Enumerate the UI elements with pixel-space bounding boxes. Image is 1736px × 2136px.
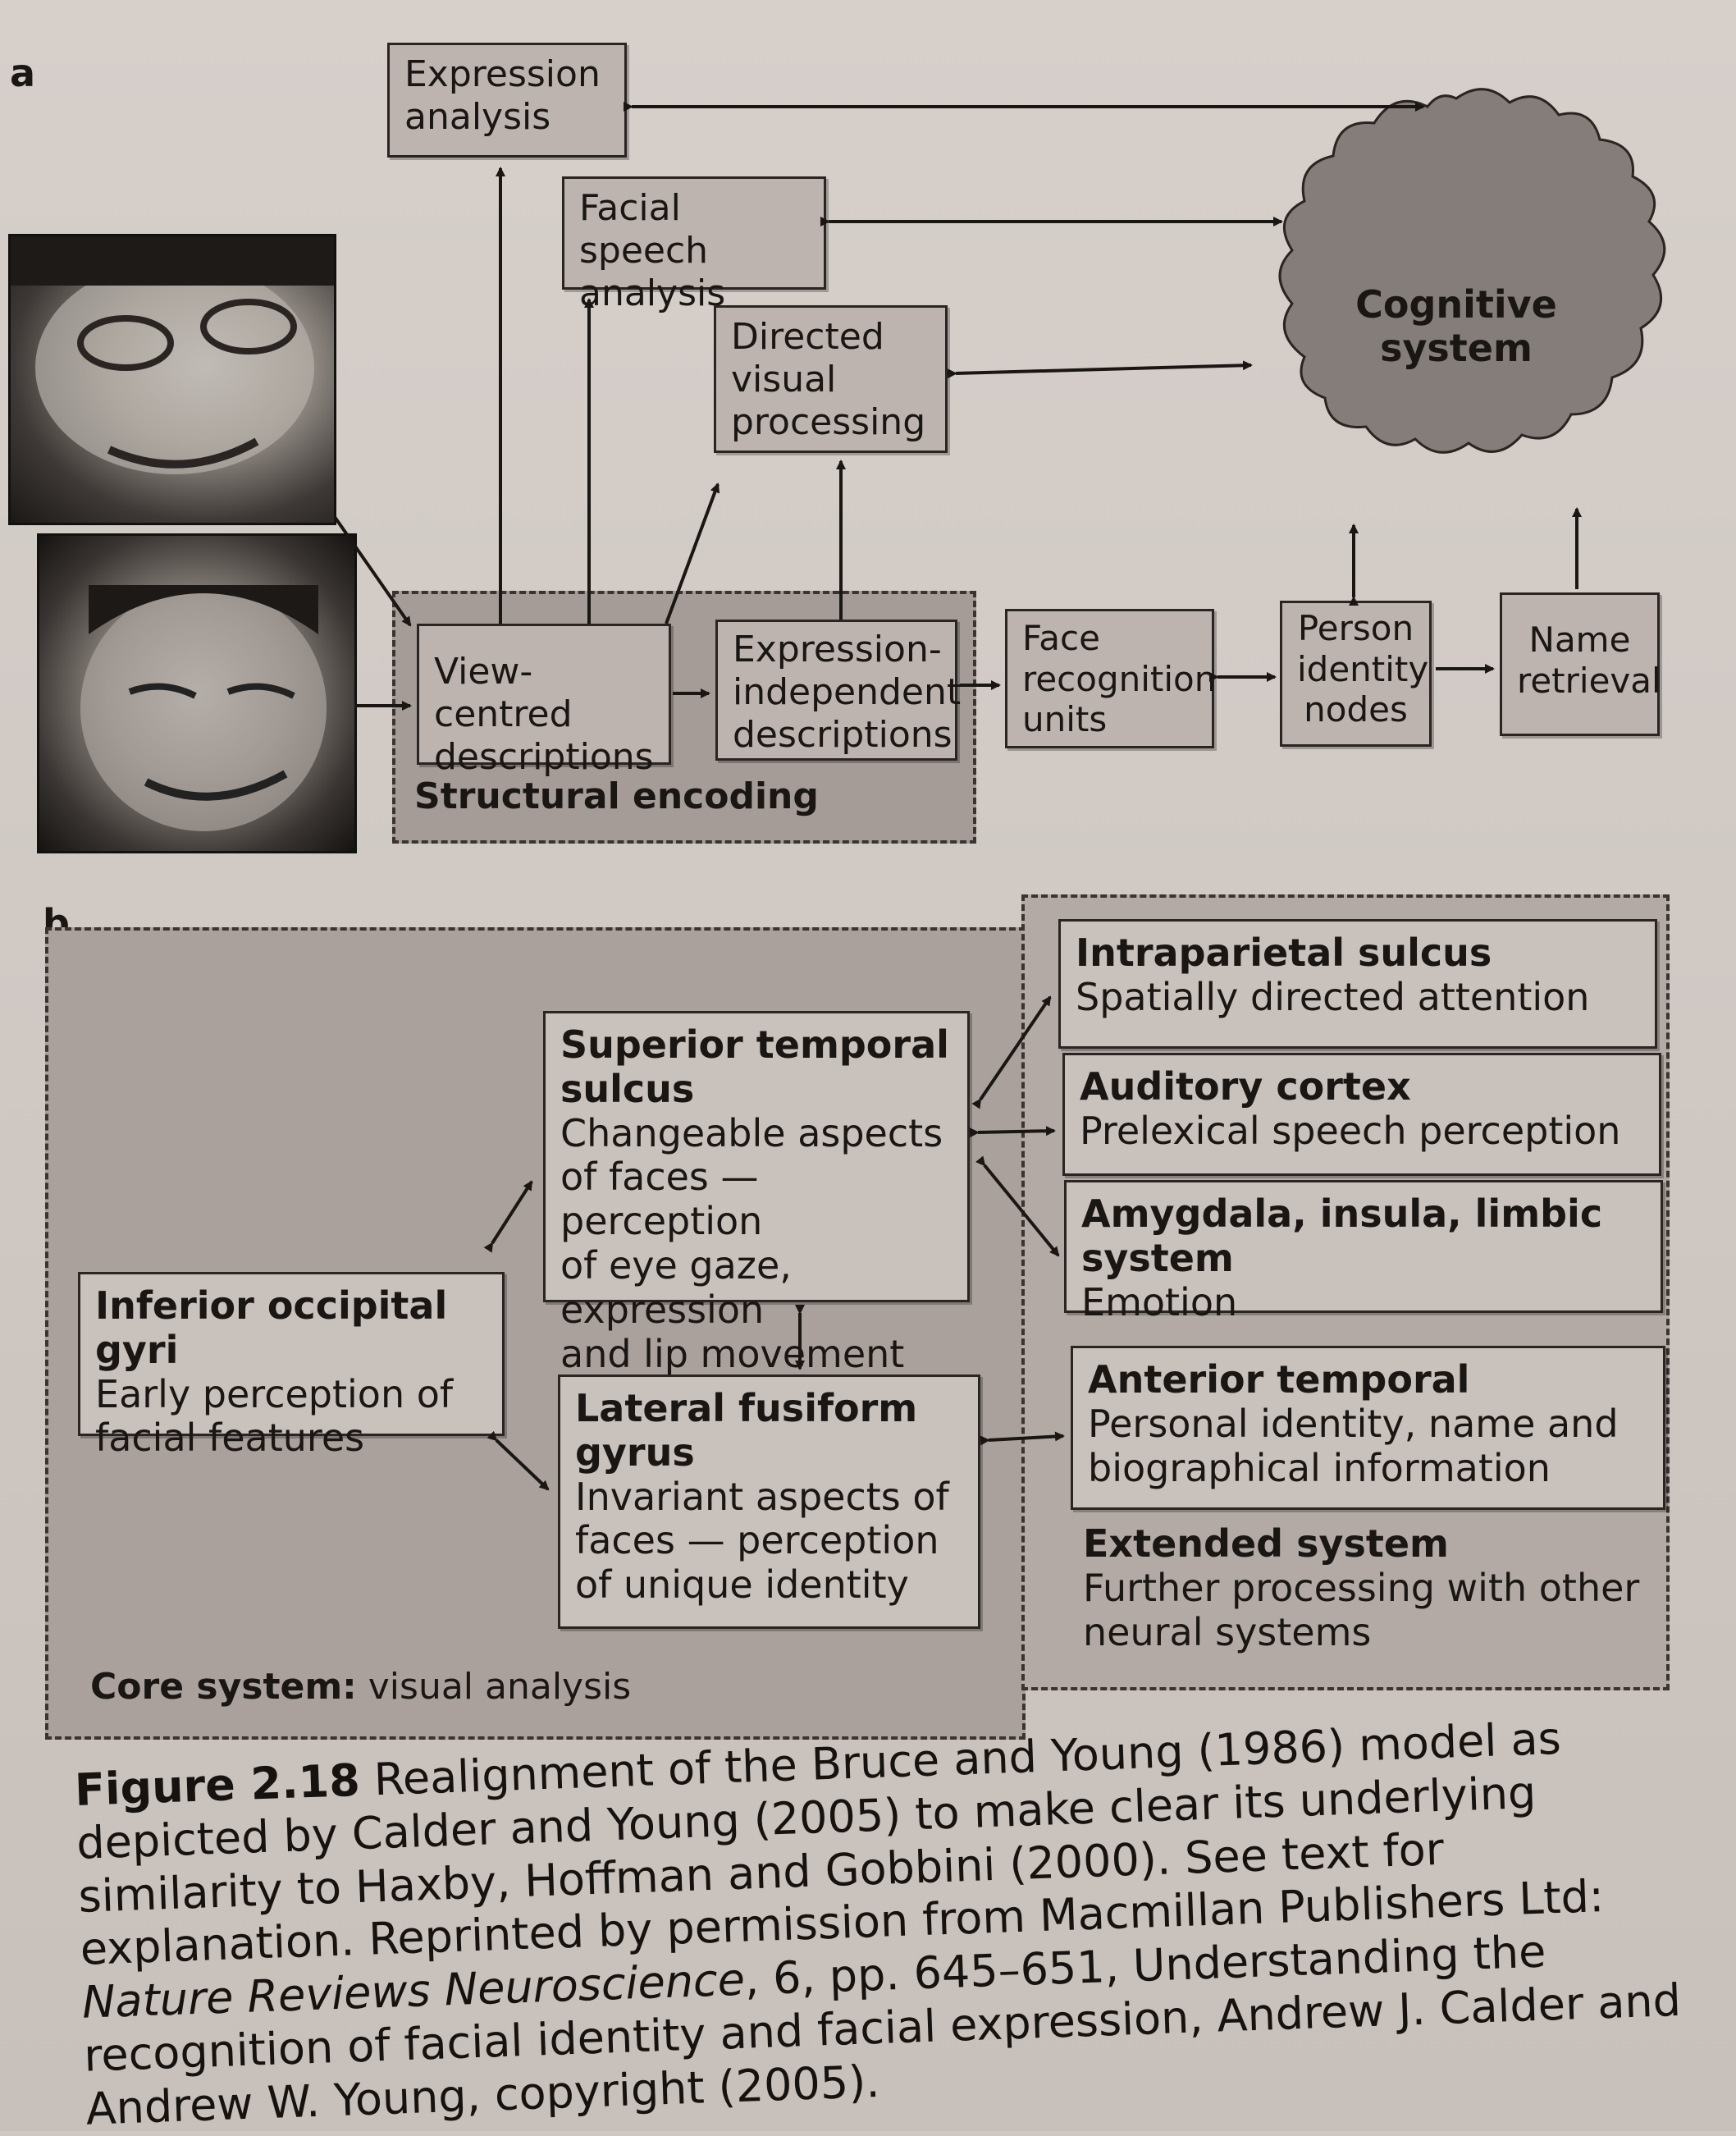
- face-recognition-line-2: recognition: [1022, 658, 1217, 699]
- person-identity-line-1: Person: [1297, 608, 1414, 648]
- figure-label: Figure 2.18: [74, 1754, 361, 1816]
- facial-speech-line-1: Facial speech: [579, 187, 709, 272]
- facial-speech-analysis-box: Facial speech analysis: [562, 176, 826, 314]
- cognitive-system-line-1: Cognitive: [1355, 282, 1557, 327]
- anterior-temporal-box: Anterior temporal Personal identity, nam…: [1071, 1346, 1665, 1510]
- cognitive-system-cloud: [1278, 88, 1666, 454]
- face-photo-bottom: [37, 533, 357, 853]
- core-system-desc: visual analysis: [356, 1666, 632, 1708]
- panel-a-arrows: [333, 102, 1582, 711]
- cognitive-system-line-2: system: [1380, 325, 1533, 370]
- expression-analysis-line-2: analysis: [404, 95, 551, 138]
- auditory-title: Auditory cortex: [1080, 1064, 1411, 1109]
- amygdala-title: Amygdala, insula, limbic system: [1081, 1191, 1603, 1280]
- lfg-desc-line-2: faces — perception: [575, 1518, 939, 1563]
- iog-desc-line-2: facial features: [95, 1416, 365, 1461]
- face-recognition-line-1: Face: [1022, 618, 1100, 658]
- expression-independent-line-2: independent: [733, 670, 962, 713]
- lfg-title-line-2: gyrus: [575, 1429, 695, 1475]
- face-photo-top-drawing: [11, 236, 334, 474]
- name-retrieval-line-2: retrieval: [1517, 660, 1661, 701]
- auditory-cortex-box: Auditory cortex Prelexical speech percep…: [1062, 1053, 1661, 1176]
- name-retrieval-box: Name retrieval: [1500, 592, 1661, 736]
- person-identity-line-2: identity: [1297, 648, 1429, 689]
- structural-encoding-label: Structural encoding: [414, 775, 819, 817]
- lfg-desc-line-1: Invariant aspects of: [575, 1474, 949, 1519]
- arrow-sts-ips: [971, 995, 1052, 1109]
- view-centred-line-2: descriptions: [434, 735, 654, 778]
- expression-independent-line-3: descriptions: [733, 713, 953, 756]
- facial-speech-line-2: analysis: [579, 272, 726, 314]
- anterior-temporal-title: Anterior temporal: [1088, 1357, 1470, 1402]
- person-identity-line-3: nodes: [1304, 689, 1408, 730]
- name-retrieval-line-1: Name: [1528, 620, 1631, 660]
- anterior-temporal-desc-line-1: Personal identity, name and: [1088, 1401, 1619, 1446]
- arrow-lfg-anterior: [980, 1431, 1065, 1446]
- face-photo-top: [8, 234, 336, 525]
- inferior-occipital-gyri-box: Inferior occipital gyri Early perception…: [78, 1272, 505, 1460]
- panel-a-label: a: [10, 51, 36, 95]
- expression-analysis-line-1: Expression: [404, 53, 601, 95]
- view-centred-descriptions-box: View-centred descriptions: [417, 624, 671, 778]
- extended-system-title: Extended system: [1083, 1521, 1449, 1566]
- sts-desc-line-2: of faces — perception: [560, 1155, 763, 1244]
- core-system-title: Core system:: [90, 1666, 357, 1708]
- directed-visual-line-1: Directed: [731, 316, 884, 358]
- amygdala-desc: Emotion: [1081, 1279, 1238, 1324]
- sts-title-line-2: sulcus: [560, 1066, 695, 1111]
- arrow-iog-sts: [483, 1180, 533, 1253]
- view-centred-line-1: View-centred: [434, 651, 573, 735]
- anterior-temporal-desc-line-2: biographical information: [1088, 1445, 1551, 1490]
- arrow-photo-top-to-view: [333, 515, 412, 627]
- directed-visual-processing-box: Directed visual processing: [714, 305, 948, 453]
- expression-independent-descriptions-box: Expression- independent descriptions: [715, 620, 962, 761]
- person-identity-nodes-box: Person identity nodes: [1280, 601, 1432, 747]
- core-system-label: Core system: visual analysis: [90, 1666, 631, 1708]
- arrow-sts-amygdala: [975, 1155, 1060, 1257]
- auditory-desc: Prelexical speech perception: [1080, 1108, 1621, 1153]
- ips-title: Intraparietal sulcus: [1076, 931, 1492, 975]
- expression-independent-line-1: Expression-: [733, 629, 942, 670]
- sts-desc-line-4: and lip movement: [560, 1331, 905, 1376]
- arrow-view-to-directed: [665, 483, 720, 624]
- lfg-desc-line-3: of unique identity: [575, 1562, 909, 1608]
- arrow-sts-auditory: [969, 1126, 1056, 1138]
- amygdala-box: Amygdala, insula, limbic system Emotion: [1064, 1180, 1663, 1324]
- face-photo-bottom-drawing: [80, 585, 327, 831]
- face-recognition-line-3: units: [1022, 699, 1108, 740]
- intraparietal-sulcus-box: Intraparietal sulcus Spatially directed …: [1058, 919, 1657, 1049]
- superior-temporal-sulcus-box: Superior temporal sulcus Changeable aspe…: [543, 1011, 970, 1376]
- face-recognition-units-box: Face recognition units: [1005, 609, 1217, 748]
- cognitive-system-label: Cognitive system: [1321, 283, 1592, 370]
- arrow-iog-lfg: [487, 1430, 550, 1491]
- directed-visual-line-3: processing: [731, 400, 926, 443]
- directed-visual-line-2: visual: [731, 358, 837, 400]
- extended-system-desc-line-2: neural systems: [1083, 1609, 1372, 1654]
- figure-caption: Figure 2.18 Realignment of the Bruce and…: [74, 1708, 1719, 2136]
- extended-system-desc-line-1: Further processing with other: [1083, 1565, 1640, 1610]
- sts-desc-line-1: Changeable aspects: [560, 1110, 943, 1155]
- expression-analysis-box: Expression analysis: [387, 43, 627, 158]
- sts-title-line-1: Superior temporal: [560, 1022, 949, 1067]
- arrow-directed-cognitive: [947, 360, 1253, 379]
- extended-system-label: Extended system Further processing with …: [1083, 1521, 1640, 1654]
- sts-desc-line-3: of eye gaze, expression: [560, 1243, 792, 1332]
- lfg-title-line-1: Lateral fusiform: [575, 1386, 918, 1430]
- iog-title: Inferior occipital gyri: [95, 1283, 448, 1372]
- ips-desc: Spatially directed attention: [1076, 974, 1590, 1019]
- lateral-fusiform-gyrus-box: Lateral fusiform gyrus Invariant aspects…: [558, 1374, 980, 1629]
- iog-desc-line-1: Early perception of: [95, 1371, 454, 1416]
